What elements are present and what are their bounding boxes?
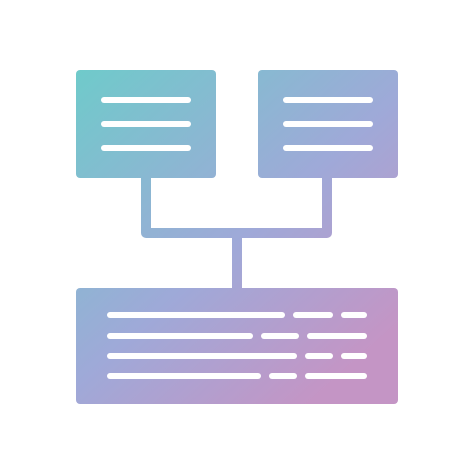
connector-left	[141, 175, 237, 238]
doc-merged	[76, 288, 398, 404]
doc-merged-box	[76, 288, 398, 404]
connector-right	[237, 175, 332, 238]
doc-left	[76, 70, 216, 178]
doc-right-lines	[283, 97, 373, 151]
doc-right	[258, 70, 398, 178]
doc-left-lines	[101, 97, 191, 151]
connector-lines	[141, 175, 332, 290]
doc-merged-lines	[107, 312, 367, 379]
